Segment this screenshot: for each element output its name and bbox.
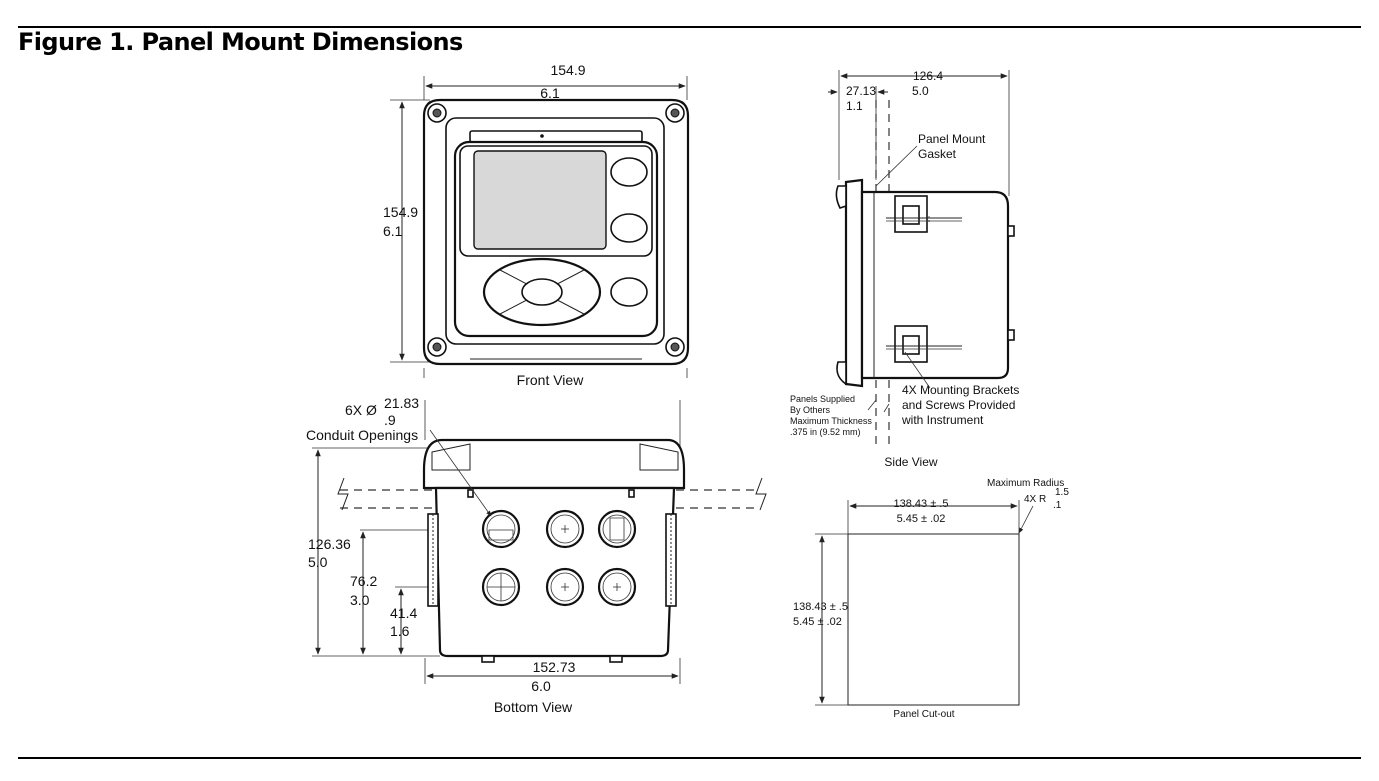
front-view-caption: Front View: [517, 372, 585, 388]
softkey-middle: [610, 213, 648, 243]
display-screen: [473, 150, 607, 250]
bottom-bezel: [422, 438, 686, 490]
bottom-depth-mm: 126.36: [308, 536, 351, 552]
openings-count: 6X Ø: [345, 402, 377, 418]
front-view: [390, 76, 690, 378]
side-view-caption: Side View: [884, 455, 937, 469]
row2-mm: 41.4: [390, 605, 417, 621]
gasket-label-line1: Panel Mount: [918, 132, 986, 146]
bottom-width-mm: 152.73: [533, 659, 576, 675]
side-view: [828, 70, 1015, 450]
cutout-width-in: 5.45 ± .02: [897, 513, 946, 525]
radius-mm: 1.5: [1055, 487, 1069, 498]
panel-label-line1: Panels Supplied: [790, 394, 855, 404]
radius-in: .1: [1053, 500, 1062, 511]
cutout-caption: Panel Cut-out: [893, 709, 954, 720]
side-front-mm: 27.13: [846, 84, 876, 98]
bottom-width-in: 6.0: [531, 678, 551, 694]
conduit-openings: [481, 509, 637, 607]
cutout-outline: [847, 533, 1020, 706]
side-depth-in: 5.0: [912, 84, 929, 98]
top-rule: [18, 26, 1361, 28]
bottom-depth-in: 5.0: [308, 554, 328, 570]
row2-in: 1.6: [390, 623, 410, 639]
radius-label: Maximum Radius: [987, 478, 1064, 489]
side-depth-mm: 126.4: [913, 69, 943, 83]
bottom-view-caption: Bottom View: [494, 699, 573, 715]
front-height-mm: 154.9: [383, 204, 418, 220]
panel-label-line4: .375 in (9.52 mm): [790, 427, 861, 437]
bottom-view: [312, 400, 767, 684]
openings-label: Conduit Openings: [306, 427, 418, 443]
cutout-height-in: 5.45 ± .02: [793, 616, 842, 628]
side-front-in: 1.1: [846, 99, 863, 113]
front-width-in: 6.1: [540, 85, 560, 101]
figure-title: Figure 1. Panel Mount Dimensions: [18, 28, 463, 56]
panel-label-line3: Maximum Thickness: [790, 416, 872, 426]
bottom-rule: [18, 757, 1361, 759]
panel-cutout: [815, 500, 1034, 706]
bottom-brackets: [427, 513, 677, 607]
brackets-label-line1: 4X Mounting Brackets: [902, 383, 1019, 397]
brackets-label-line3: with Instrument: [901, 413, 984, 427]
row1-in: 3.0: [350, 592, 370, 608]
softkey-top: [610, 157, 648, 187]
corner-screws: [427, 103, 685, 357]
softkey-bottom: [610, 277, 648, 307]
row1-mm: 76.2: [350, 573, 377, 589]
brackets-label-line2: and Screws Provided: [902, 398, 1015, 412]
cutout-height-mm: 138.43 ± .5: [793, 601, 848, 613]
front-width-mm: 154.9: [550, 62, 585, 78]
front-height-in: 6.1: [383, 223, 403, 239]
panel-label-line2: By Others: [790, 405, 831, 415]
cutout-width-mm: 138.43 ± .5: [894, 498, 949, 510]
gasket-label-line2: Gasket: [918, 147, 957, 161]
openings-in: .9: [384, 412, 396, 428]
side-housing: [860, 190, 1010, 380]
radius-prefix: 4X R: [1024, 494, 1046, 505]
openings-mm: 21.83: [384, 395, 419, 411]
mounting-brackets: [886, 195, 962, 363]
